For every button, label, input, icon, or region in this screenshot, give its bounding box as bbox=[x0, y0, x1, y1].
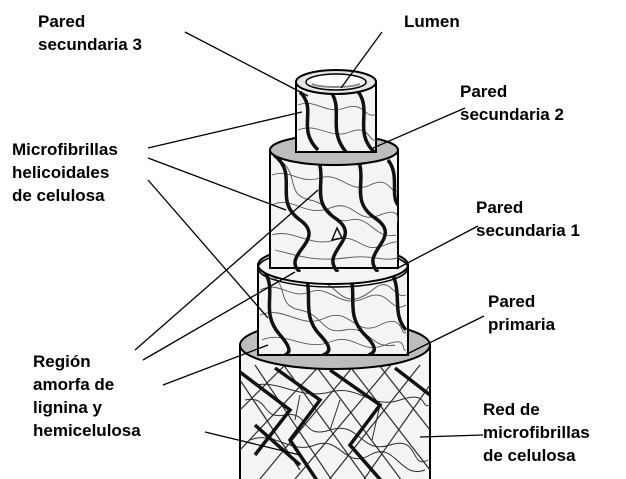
label-microfibrils-line1: Microfibrillas bbox=[12, 138, 118, 161]
label-amorphous-line2: amorfa de bbox=[33, 373, 141, 396]
label-primary-line1: Pared bbox=[488, 290, 555, 313]
leader-microfibrils-s2 bbox=[148, 158, 286, 210]
secondary-wall-3 bbox=[296, 70, 376, 152]
label-s3-line2: secundaria 3 bbox=[38, 33, 142, 56]
label-lumen-line1: Lumen bbox=[404, 10, 460, 33]
label-network-line1: Red de bbox=[483, 398, 590, 421]
label-s2-line2: secundaria 2 bbox=[460, 103, 564, 126]
label-s1-line2: secundaria 1 bbox=[476, 219, 580, 242]
label-amorphous-line4: hemicelulosa bbox=[33, 419, 141, 442]
label-network-line3: de celulosa bbox=[483, 444, 590, 467]
label-fiber-network: Red de microfibrillas de celulosa bbox=[483, 398, 590, 467]
label-helical-microfibrils: Microfibrillas helicoidales de celulosa bbox=[12, 138, 118, 207]
label-lumen: Lumen bbox=[404, 10, 460, 33]
label-amorphous-line1: Región bbox=[33, 350, 141, 373]
label-microfibrils-line3: de celulosa bbox=[12, 184, 118, 207]
label-amorphous-line3: lignina y bbox=[33, 396, 141, 419]
leader-s2 bbox=[373, 108, 465, 148]
label-primary-line2: primaria bbox=[488, 313, 555, 336]
label-primary-wall: Pared primaria bbox=[488, 290, 555, 336]
label-s1-line1: Pared bbox=[476, 196, 580, 219]
label-s3-line1: Pared bbox=[38, 10, 142, 33]
label-network-line2: microfibrillas bbox=[483, 421, 590, 444]
label-amorphous-region: Región amorfa de lignina y hemicelulosa bbox=[33, 350, 141, 442]
label-secondary-wall-3: Pared secundaria 3 bbox=[38, 10, 142, 56]
leader-s1 bbox=[398, 226, 478, 268]
secondary-wall-2 bbox=[270, 135, 400, 272]
label-secondary-wall-1: Pared secundaria 1 bbox=[476, 196, 580, 242]
leader-s3 bbox=[185, 32, 308, 96]
label-secondary-wall-2: Pared secundaria 2 bbox=[460, 80, 564, 126]
label-s2-line1: Pared bbox=[460, 80, 564, 103]
label-microfibrils-line2: helicoidales bbox=[12, 161, 118, 184]
